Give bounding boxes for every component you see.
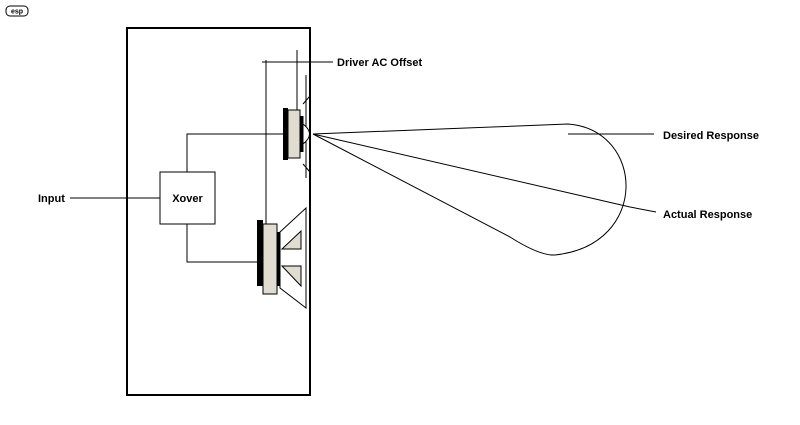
actual-response-lobe: [312, 133, 631, 208]
driver-offset-label: Driver AC Offset: [337, 57, 423, 69]
input-label: Input: [38, 193, 65, 205]
woofer-driver: [257, 206, 307, 310]
xover-box: [159, 171, 216, 225]
actual-response-label: Actual Response: [663, 209, 752, 221]
desired-response-lobe: [312, 123, 627, 256]
logo-text: esp: [11, 9, 23, 16]
xover-label: Xover: [172, 193, 203, 205]
tweeter-wire: [186, 133, 283, 172]
speaker-cabinet: [126, 27, 311, 396]
actual-response-leader: [629, 206, 657, 213]
desired-response-label: Desired Response: [663, 130, 759, 142]
esp-logo: esp: [5, 5, 29, 17]
woofer-wire: [186, 224, 257, 263]
tweeter-driver: [283, 90, 311, 178]
